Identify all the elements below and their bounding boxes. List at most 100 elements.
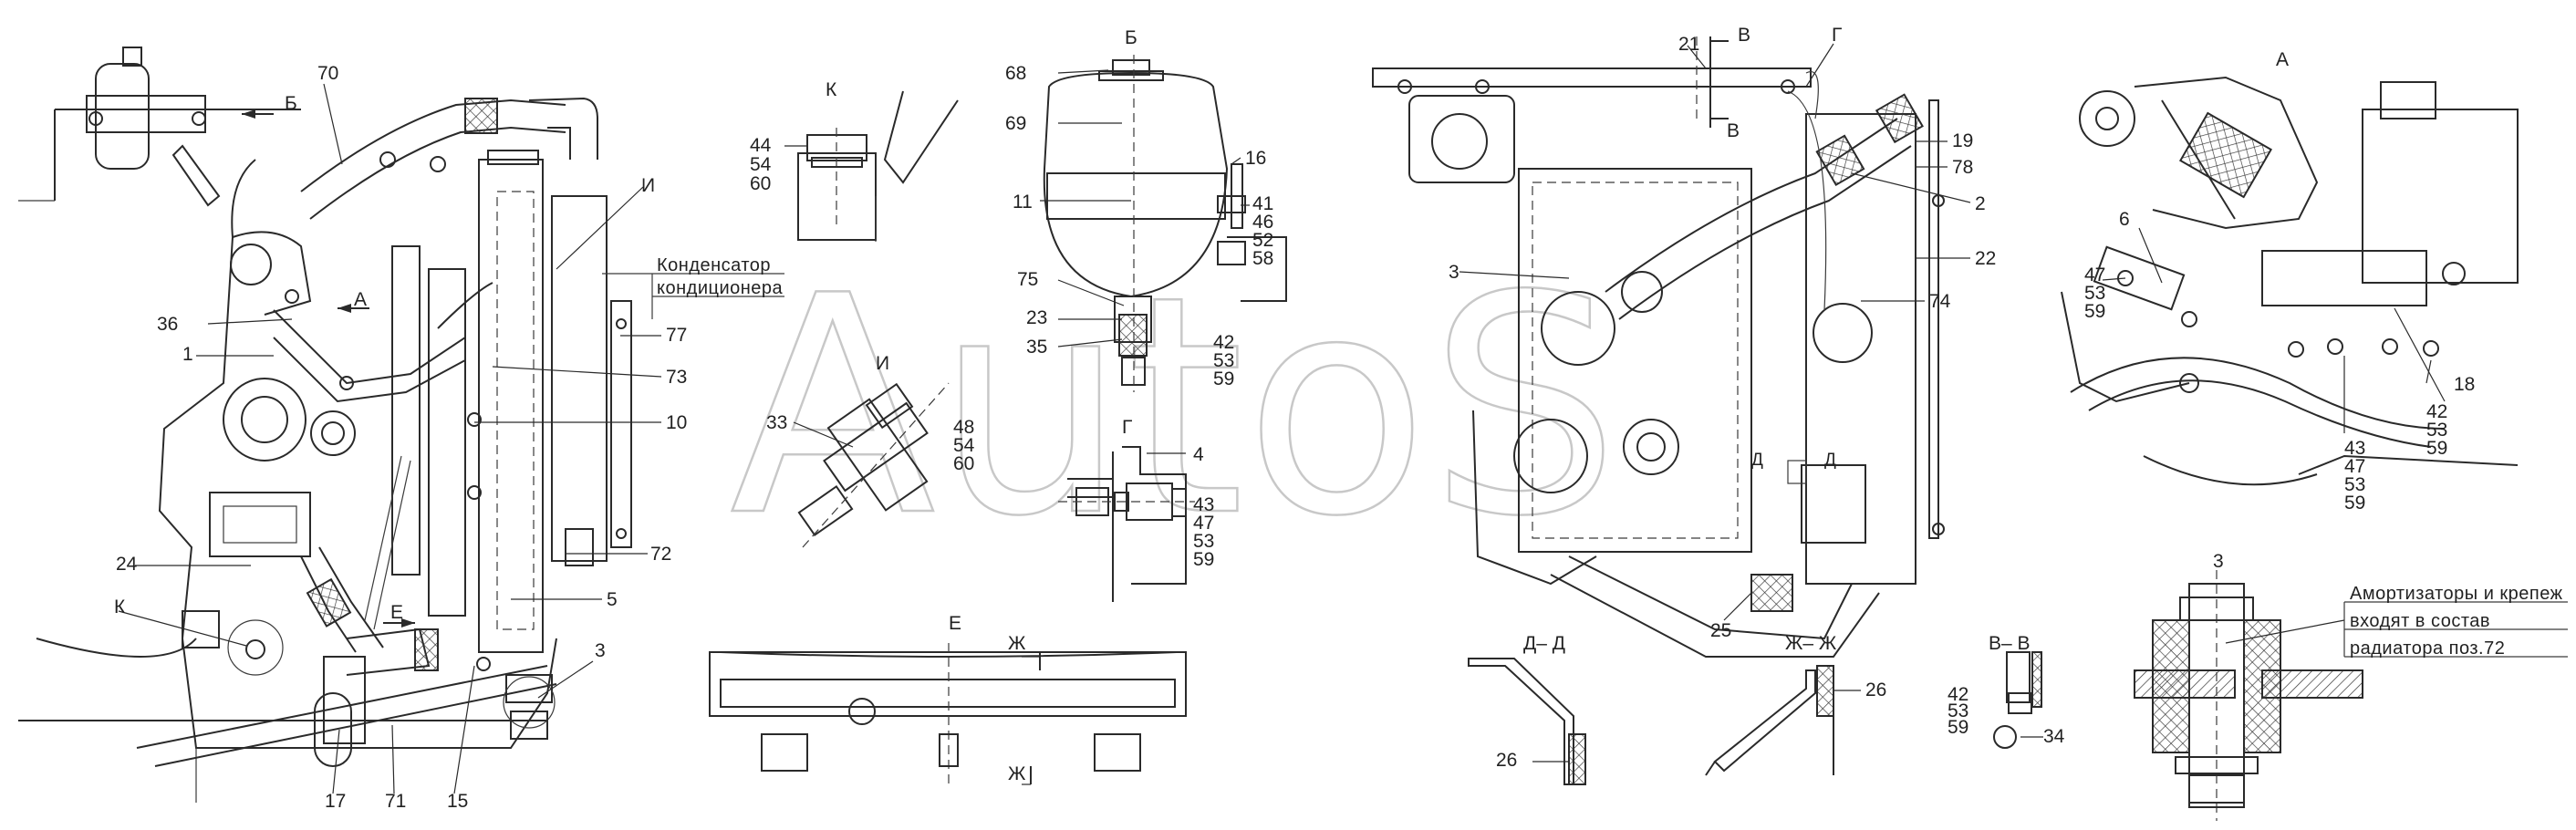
label-g-53: 53	[1193, 531, 1214, 552]
label-b-41: 41	[1252, 193, 1273, 214]
label-b-16: 16	[1245, 148, 1266, 169]
label-b-58: 58	[1252, 248, 1273, 269]
detail-i: И 33 48 54 60	[766, 353, 975, 548]
label-r-78: 78	[1952, 157, 1973, 178]
note-dampers-line3: радиатора поз.72	[2350, 638, 2505, 659]
label-a-53-left: 53	[2084, 283, 2105, 304]
label-73: 73	[666, 367, 687, 388]
label-a-42: 42	[2426, 401, 2447, 422]
label-zhzh-26: 26	[1865, 680, 1886, 700]
label-1: 1	[182, 344, 193, 365]
label-vv-42: 42	[1948, 684, 1968, 705]
main-labels: 70 Б 36 1 А И 77 73 10 72 5 24 К Е 3 17 …	[114, 63, 784, 812]
label-a-arrow: А	[354, 289, 367, 310]
label-70: 70	[317, 63, 338, 84]
label-b-11: 11	[1013, 192, 1033, 213]
label-dd-26: 26	[1496, 750, 1517, 771]
label-r-g: Г	[1832, 25, 1842, 46]
section-zhzh-title: Ж– Ж	[1785, 633, 1837, 654]
label-b-35: 35	[1026, 337, 1047, 358]
label-vv-59: 59	[1948, 717, 1968, 738]
label-g-4: 4	[1193, 444, 1204, 465]
note-dampers-line2: входят в состав	[2350, 611, 2490, 631]
label-r-22: 22	[1975, 248, 1996, 269]
label-r-d1: Д	[1751, 451, 1763, 470]
label-a-53-bottom: 53	[2344, 474, 2365, 495]
label-a-59-left: 59	[2084, 301, 2105, 322]
main-assembly-view	[18, 47, 784, 803]
note-condenser-line2: кондиционера	[657, 278, 784, 298]
section-dd: Д– Д 26	[1468, 633, 1586, 785]
detail-b: Б 68 69 16 11 41 46 52 58 75 23 35 42 53…	[1005, 27, 1287, 392]
label-36: 36	[157, 314, 178, 335]
detail-i-title: И	[876, 353, 889, 374]
label-a-43: 43	[2344, 438, 2365, 459]
label-b-59: 59	[1213, 368, 1234, 389]
label-b-69: 69	[1005, 113, 1026, 134]
section-zhzh: Ж– Ж 26	[1705, 633, 1886, 776]
label-k: К	[114, 597, 126, 617]
label-r-d2: Д	[1824, 451, 1836, 470]
section-vv: В– В 42 53 59 34	[1948, 633, 2065, 749]
label-77: 77	[666, 325, 687, 346]
label-a-53-right: 53	[2426, 420, 2447, 441]
view-e-title: Е	[949, 613, 961, 634]
label-3: 3	[595, 640, 606, 661]
right-assembly-view: 21 В Г В 19 78 2 3 22 74 Д Д 25	[1372, 25, 1996, 658]
label-r-2: 2	[1975, 193, 1986, 214]
label-k-54: 54	[750, 154, 772, 175]
label-a-47-left: 47	[2084, 265, 2105, 285]
label-a-59-right: 59	[2426, 438, 2447, 459]
label-vv-34: 34	[2043, 726, 2065, 747]
section-3-title: 3	[2213, 551, 2224, 572]
label-k-60: 60	[750, 173, 771, 194]
watermark: AutoS	[730, 232, 1620, 582]
label-r-25: 25	[1710, 620, 1731, 641]
section-dd-title: Д– Д	[1523, 633, 1565, 654]
label-i: И	[641, 175, 655, 196]
label-r-21: 21	[1678, 34, 1699, 55]
label-72: 72	[650, 544, 671, 565]
label-b-23: 23	[1026, 307, 1047, 328]
label-r-19: 19	[1952, 130, 1973, 151]
view-a-title: А	[2276, 49, 2289, 70]
detail-b-title: Б	[1125, 27, 1137, 48]
label-r-74: 74	[1929, 291, 1951, 312]
label-vv-53: 53	[1948, 700, 1968, 721]
detail-k: К 44 54 60	[750, 79, 959, 242]
detail-g-title: Г	[1122, 417, 1132, 438]
label-b-75: 75	[1017, 269, 1038, 290]
section-vv-title: В– В	[1989, 633, 2031, 654]
label-a-18: 18	[2454, 374, 2475, 395]
label-r-v-bottom: В	[1727, 120, 1740, 141]
label-a-59-bottom: 59	[2344, 493, 2365, 514]
note-dampers-line1: Амортизаторы и крепеж	[2350, 584, 2563, 604]
detail-g: Г 4 43 47 53 59	[1058, 417, 1214, 602]
label-i-48: 48	[953, 417, 974, 438]
label-15: 15	[447, 791, 468, 812]
label-17: 17	[325, 791, 346, 812]
label-71: 71	[385, 791, 406, 812]
label-a-6: 6	[2119, 209, 2130, 230]
label-i-60: 60	[953, 453, 974, 474]
label-g-43: 43	[1193, 494, 1214, 515]
note-condenser-line1: Конденсатор	[657, 255, 771, 275]
section-3: 3 Амортизаторы и крепеж входят в состав …	[2134, 551, 2568, 821]
label-24: 24	[116, 554, 138, 575]
detail-k-title: К	[826, 79, 837, 100]
label-k-44: 44	[750, 135, 772, 156]
label-e-arrow: Е	[390, 602, 403, 623]
label-zh-top: Ж	[1008, 633, 1026, 654]
label-b-52: 52	[1252, 230, 1273, 251]
label-b-53: 53	[1213, 350, 1234, 371]
label-b-arrow: Б	[285, 93, 297, 114]
label-b-46: 46	[1252, 212, 1273, 233]
label-b-42: 42	[1213, 332, 1234, 353]
label-g-47: 47	[1193, 513, 1214, 534]
label-a-47-bottom: 47	[2344, 456, 2365, 477]
label-b-68: 68	[1005, 63, 1026, 84]
label-g-59: 59	[1193, 549, 1214, 570]
label-i-33: 33	[766, 412, 787, 433]
label-i-54: 54	[953, 435, 975, 456]
